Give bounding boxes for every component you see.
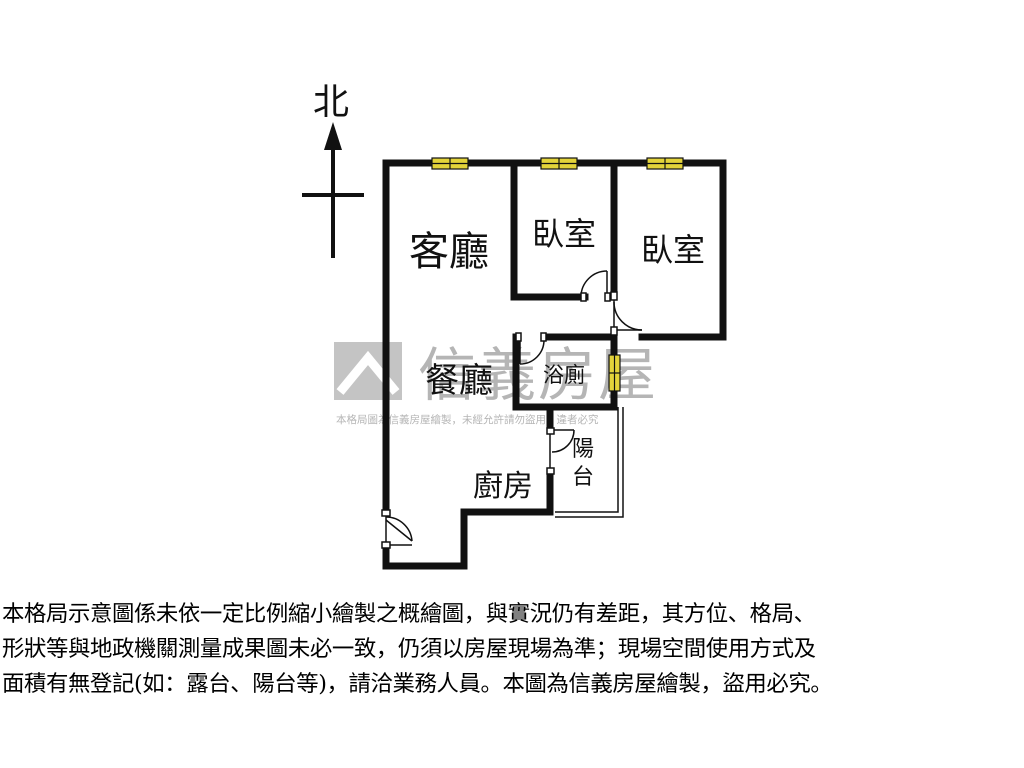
watermark-logo [334,342,402,400]
disclaimer-line-3: 面積有無登記(如：露台、陽台等)，請洽業務人員。本圖為信義房屋繪製，盜用必究。 [2,671,833,697]
room-label-balcony-1: 陽 [572,437,594,462]
doors [381,270,643,549]
north-label: 北 [313,82,349,123]
floor-plan: 信義房屋 本格局圖為信義房屋繪製，未經允許請勿盜用，違者必究 北 [302,82,727,570]
room-label-bath: 浴廁 [543,363,585,387]
room-label-kitchen: 廚房 [473,469,533,504]
disclaimer-line-1: 本格局示意圖係未依一定比例縮小繪製之概繪圖，與實況仍有差距，其方位、格局、 [2,601,816,627]
north-arrow [302,122,364,258]
disclaimer-text: 本格局示意圖係未依一定比例縮小繪製之概繪圖，與實況仍有差距，其方位、格局、 形狀… [2,597,1020,702]
room-label-balcony-2: 台 [572,465,594,490]
room-label-living: 客廳 [409,229,489,275]
balcony-outline [555,407,624,518]
room-label-dining: 餐廳 [425,361,493,401]
room-label-bedroom-2: 臥室 [641,231,705,269]
room-label-bedroom-1: 臥室 [532,215,596,253]
watermark-note: 本格局圖為信義房屋繪製，未經允許請勿盜用，違者必究 [336,413,599,426]
windows [431,157,684,392]
disclaimer-line-2: 形狀等與地政機關測量成果圖未必一致，仍須以房屋現場為準；現場空間使用方式及 [2,636,816,662]
